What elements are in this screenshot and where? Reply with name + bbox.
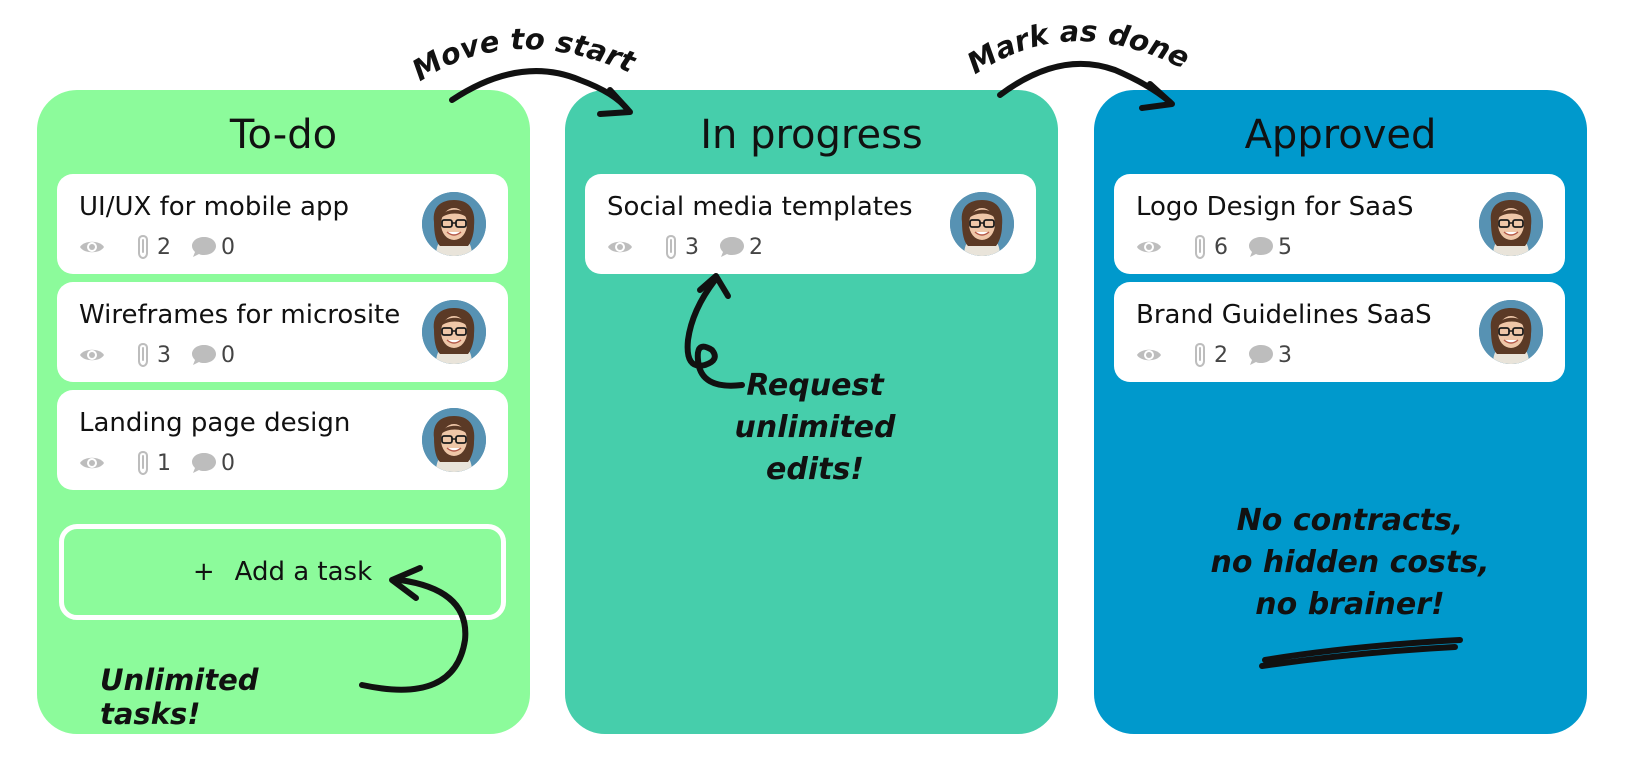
attachment-count: 2: [1214, 342, 1228, 368]
task-title: Brand Guidelines SaaS: [1136, 300, 1432, 330]
paperclip-icon: [663, 234, 681, 260]
paperclip-icon: [1192, 342, 1210, 368]
task-card[interactable]: Wireframes for microsite 3 0: [57, 282, 508, 382]
task-title: Social media templates: [607, 192, 913, 222]
comment-count: 0: [221, 234, 235, 260]
eye-icon: [1136, 342, 1162, 368]
paperclip-icon: [135, 234, 153, 260]
paperclip-icon: [1192, 234, 1210, 260]
eye-icon: [607, 234, 633, 260]
attachment-count: 3: [157, 342, 171, 368]
attachment-count: 6: [1214, 234, 1228, 260]
task-card[interactable]: Brand Guidelines SaaS 2 3: [1114, 282, 1565, 382]
eye-icon: [79, 450, 105, 476]
eye-icon: [79, 342, 105, 368]
comment-icon: [719, 236, 745, 258]
comment-count: 2: [749, 234, 763, 260]
task-meta: 2 3: [1136, 340, 1292, 370]
paperclip-icon: [135, 450, 153, 476]
avatar: [422, 408, 486, 472]
add-task-button[interactable]: + Add a task: [59, 524, 506, 620]
task-title: Wireframes for microsite: [79, 300, 401, 330]
task-card[interactable]: Social media templates 3 2: [585, 174, 1036, 274]
task-title: Landing page design: [79, 408, 351, 438]
paperclip-icon: [135, 342, 153, 368]
avatar: [950, 192, 1014, 256]
column-title: To-do: [229, 112, 338, 158]
attachment-count: 2: [157, 234, 171, 260]
task-meta: 1 0: [79, 448, 235, 478]
comment-icon: [191, 452, 217, 474]
column-title: Approved: [1244, 112, 1437, 158]
eye-icon: [1136, 234, 1162, 260]
comment-icon: [1248, 236, 1274, 258]
task-meta: 2 0: [79, 232, 235, 262]
comment-icon: [191, 344, 217, 366]
comment-count: 3: [1278, 342, 1292, 368]
no-contracts-note: No contracts, no hidden costs, no braine…: [1210, 503, 1490, 622]
task-title: UI/UX for mobile app: [79, 192, 349, 222]
task-card[interactable]: Landing page design 1 0: [57, 390, 508, 490]
attachment-count: 1: [157, 450, 171, 476]
eye-icon: [79, 234, 105, 260]
avatar: [422, 192, 486, 256]
comment-count: 5: [1278, 234, 1292, 260]
mark-as-done-label: Mark as done: [961, 14, 1195, 81]
comment-icon: [191, 236, 217, 258]
task-card[interactable]: UI/UX for mobile app 2 0: [57, 174, 508, 274]
task-card[interactable]: Logo Design for SaaS 6 5: [1114, 174, 1565, 274]
task-title: Logo Design for SaaS: [1136, 192, 1414, 222]
move-to-start-label: Move to start: [406, 22, 641, 88]
avatar: [1479, 300, 1543, 364]
attachment-count: 3: [685, 234, 699, 260]
column-in-progress: In progress Social media templates 3 2: [565, 90, 1058, 734]
add-task-label: Add a task: [234, 557, 373, 587]
column-approved: Approved Logo Design for SaaS 6 5 Brand …: [1094, 90, 1587, 734]
avatar: [422, 300, 486, 364]
comment-icon: [1248, 344, 1274, 366]
task-meta: 6 5: [1136, 232, 1292, 262]
task-meta: 3 2: [607, 232, 763, 262]
request-edits-note: Request unlimited edits!: [734, 368, 896, 487]
plus-icon: +: [192, 557, 215, 587]
task-meta: 3 0: [79, 340, 235, 370]
column-todo: To-do UI/UX for mobile app 2 0 Wireframe…: [37, 90, 530, 734]
unlimited-tasks-note: Unlimited tasks!: [100, 663, 259, 731]
column-title: In progress: [700, 112, 923, 158]
avatar: [1479, 192, 1543, 256]
comment-count: 0: [221, 342, 235, 368]
comment-count: 0: [221, 450, 235, 476]
